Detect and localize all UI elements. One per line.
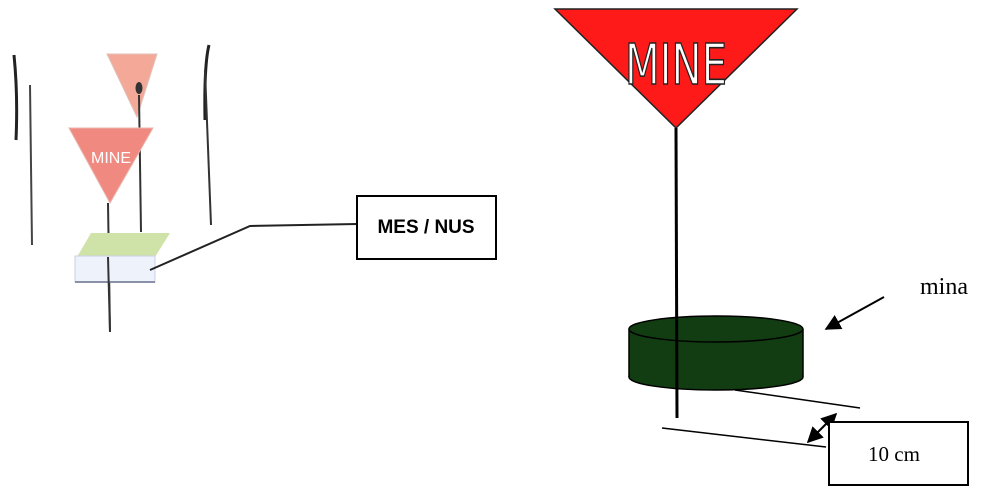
post-right [204,69,212,226]
right-sign-text: MINE [625,33,727,98]
right-mine-sign [553,8,799,130]
callout-label: MES / NUS [377,217,474,238]
mine-top [628,315,804,343]
right-sign-pole [674,127,679,419]
distance-label-box [828,421,969,486]
back-sign-dot [135,82,143,94]
left-block-top [77,233,170,257]
left-sign-text: MINE [91,150,131,167]
distance-line-mine [734,389,861,409]
distance-label: 10 cm [868,442,920,466]
right-figure: MINE mina 10 cm [553,8,969,486]
mine-cylinder [628,315,804,391]
distance-arrow [806,412,838,444]
post-left-curved [12,54,19,141]
left-block-pole [107,256,111,333]
distance-line-pole [661,427,827,448]
callout-box [356,195,497,260]
left-mine-sign [68,127,154,205]
callout-leader-line [149,223,358,271]
mina-label: mina [920,274,968,300]
left-figure: MINE MES / NUS [12,44,497,333]
back-sign-pole [138,94,142,233]
post-left [29,84,33,246]
left-block-front [74,255,156,283]
back-sign [106,53,158,119]
mina-arrow [824,296,885,330]
